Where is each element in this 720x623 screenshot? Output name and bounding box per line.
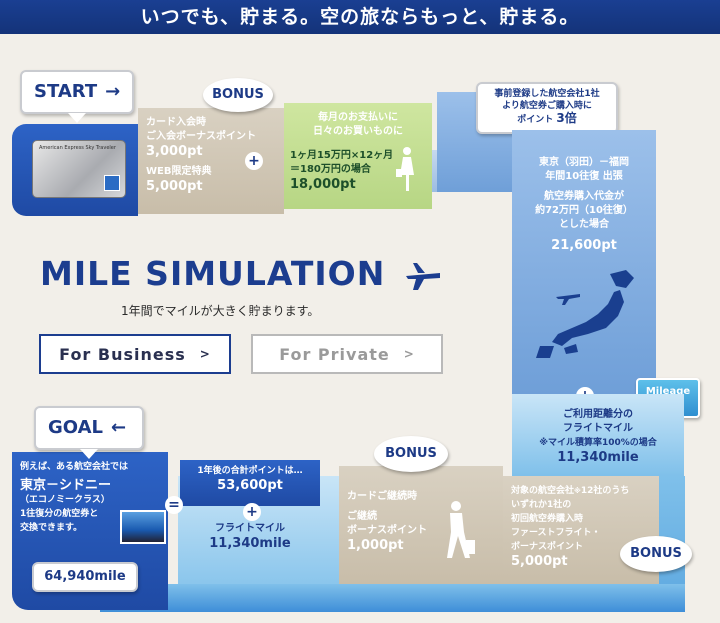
spending-points: 18,000pt: [290, 177, 356, 192]
first-flight-line2: いずれか1社の: [511, 500, 572, 510]
chevron-right-icon: >: [403, 347, 415, 361]
shopping-woman-icon: [395, 145, 419, 193]
total-points-label: 1年後の合計ポイントは…: [197, 466, 303, 476]
right-arrow-icon: →: [105, 81, 121, 102]
summary-flight-mile: フライトマイル 11,340mile: [180, 522, 320, 551]
join-bonus-desc: ご入会ボーナスポイント: [146, 131, 256, 142]
card-name: American Express Sky Traveler: [39, 145, 116, 151]
goal-line4: 交換できます。: [20, 523, 83, 533]
goal-line2: （エコノミークラス）: [20, 495, 110, 505]
callout-line2: より航空券ご購入時に: [502, 101, 592, 111]
plus-icon: +: [245, 152, 263, 170]
start-callout: START →: [20, 70, 134, 114]
purchase-line1: 航空券購入代金が: [544, 191, 624, 202]
spending-line1: 毎月のお支払いに: [318, 112, 398, 123]
first-flight-line1b: 12社のうち: [580, 486, 630, 496]
airline-bonus-callout: 事前登録した航空会社1社 より航空券ご購入時に ポイント 3倍: [476, 82, 618, 134]
chevron-right-icon: >: [199, 347, 211, 361]
goal-callout: GOAL ←: [34, 406, 144, 450]
callout-line1: 事前登録した航空会社1社: [494, 89, 600, 99]
title-airplane-icon: [405, 262, 440, 290]
for-private-label: For Private: [279, 344, 390, 364]
spending-line2: 日々のお買いものに: [313, 126, 403, 137]
spending-line4: ＝180万円の場合: [290, 164, 371, 175]
first-flight-line4: ファーストフライト・: [511, 528, 601, 538]
purchase-points: 21,600pt: [551, 238, 617, 253]
web-bonus-label: WEB限定特典: [146, 166, 212, 177]
mileage-card-line1: Mileage: [645, 386, 691, 397]
start-callout-tail: [68, 113, 86, 123]
amex-logo-icon: [104, 175, 120, 191]
goal-label: GOAL: [48, 417, 103, 438]
flight-mile-line2: フライトマイル: [563, 423, 633, 434]
join-bonus-label: カード入会時: [146, 117, 206, 128]
bottom-band: [100, 584, 685, 612]
renewal-line3: ボーナスポイント: [347, 525, 427, 536]
callout-line3: ポイント: [517, 115, 554, 125]
first-flight-line1: 対象の航空会社: [511, 486, 575, 496]
first-flight-note-mark: ※: [574, 487, 581, 495]
callout-multiplier: 3倍: [556, 111, 577, 125]
credit-card-image: American Express Sky Traveler: [32, 140, 126, 198]
route-line1: 東京（羽田）－福岡: [539, 157, 629, 168]
renewal-line1: カードご継続時: [347, 491, 417, 502]
renewal-bonus-block: カードご継続時 ご継続 ボーナスポイント 1,000pt: [339, 466, 503, 584]
first-flight-line3: 初回航空券購入時: [511, 514, 584, 524]
summary-flight-mile-label: フライトマイル: [215, 523, 285, 534]
sydney-photo: [120, 510, 166, 544]
equals-icon: =: [165, 496, 183, 514]
flight-mile-value: 11,340mile: [557, 450, 639, 465]
for-private-button[interactable]: For Private >: [251, 334, 443, 374]
goal-line3: 1往復分の航空券と: [20, 509, 99, 519]
for-business-button[interactable]: For Business >: [39, 334, 231, 374]
page-title-text: MILE SIMULATION: [40, 254, 386, 293]
airplane-icon: [555, 288, 581, 306]
top-banner: いつでも、貯まる。空の旅ならもっと、貯まる。: [0, 0, 720, 34]
join-bonus-points: 3,000pt: [146, 144, 203, 159]
goal-total-miles: 64,940mile: [32, 562, 138, 592]
page-subtitle: 1年間でマイルが大きく貯まります。: [121, 304, 320, 318]
web-bonus-points: 5,000pt: [146, 179, 203, 194]
bonus-bubble: BONUS: [374, 436, 448, 472]
route-line2: 年間10往復 出張: [545, 171, 623, 182]
traveler-icon: [440, 500, 480, 562]
flight-purchase-block: 東京（羽田）－福岡 年間10往復 出張 航空券購入代金が 約72万円（10往復）…: [512, 130, 656, 394]
renewal-points: 1,000pt: [347, 538, 404, 553]
left-arrow-icon: ←: [111, 417, 127, 438]
purchase-line2: 約72万円（10往復）: [535, 205, 633, 216]
goal-callout-tail: [80, 449, 98, 459]
total-points-block: 1年後の合計ポイントは… 53,600pt: [180, 460, 320, 506]
renewal-line2: ご継続: [347, 511, 377, 522]
monthly-spending-block: 毎月のお支払いに 日々のお買いものに 1ヶ月15万円×12ヶ月 ＝180万円の場…: [284, 103, 432, 209]
first-flight-line5: ボーナスポイント: [511, 542, 584, 552]
start-label: START: [34, 81, 98, 102]
first-flight-points: 5,000pt: [511, 554, 568, 569]
bonus-bubble: BONUS: [203, 78, 273, 112]
bonus-bubble: BONUS: [620, 536, 692, 572]
spending-line3: 1ヶ月15万円×12ヶ月: [290, 150, 394, 161]
goal-line1: 例えば、ある航空会社では: [20, 462, 129, 472]
flight-mile-line1: ご利用距離分の: [563, 409, 633, 420]
purchase-line3: とした場合: [559, 219, 609, 230]
flight-mile-note: ※マイル積算率100%の場合: [539, 438, 657, 448]
summary-flight-mile-value: 11,340mile: [209, 536, 291, 551]
for-business-label: For Business: [59, 344, 186, 364]
page-title: MILE SIMULATION: [40, 254, 442, 293]
japan-map-icon: [528, 268, 646, 360]
goal-route: 東京－シドニー: [20, 478, 112, 493]
total-points-value: 53,600pt: [217, 478, 283, 493]
plus-icon: +: [243, 503, 261, 521]
flight-mile-block: ご利用距離分の フライトマイル ※マイル積算率100%の場合 11,340mil…: [512, 394, 684, 476]
